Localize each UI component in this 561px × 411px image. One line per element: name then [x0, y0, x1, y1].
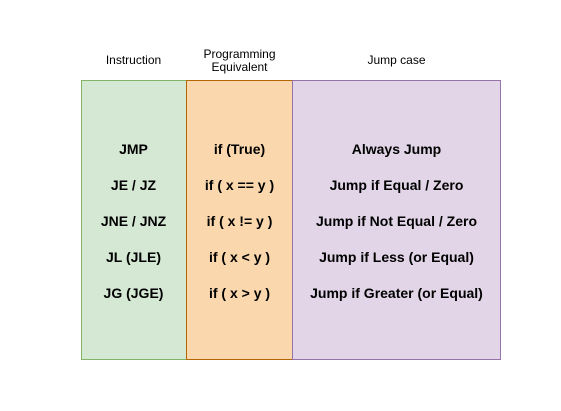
jump-case-cell-jg: Jump if Greater (or Equal) [310, 285, 483, 301]
instruction-cell-jmp: JMP [119, 141, 148, 157]
instruction-cell-jne: JNE / JNZ [100, 213, 167, 229]
jump-case-cell-jne: Jump if Not Equal / Zero [315, 213, 477, 229]
programming-cell-je: if ( x == y ) [204, 177, 275, 193]
jump-case-column [292, 80, 501, 360]
jump-case-cell-jmp: Always Jump [351, 141, 442, 157]
instruction-cell-jg: JG (JGE) [103, 285, 164, 301]
header-jump-case: Jump case [293, 0, 500, 80]
header-programming-equivalent: Programming Equivalent [187, 0, 292, 80]
programming-cell-jg: if ( x > y ) [208, 285, 271, 301]
instruction-column [81, 80, 187, 360]
jump-case-cell-je: Jump if Equal / Zero [329, 177, 464, 193]
jump-case-cell-jl: Jump if Less (or Equal) [319, 249, 474, 265]
header-jump-case-label: Jump case [367, 53, 426, 67]
programming-cell-jne: if ( x != y ) [206, 213, 273, 229]
programming-equivalent-column [186, 80, 293, 360]
instruction-cell-je: JE / JZ [110, 177, 157, 193]
header-programming-label: Programming Equivalent [203, 47, 276, 74]
header-instruction-label: Instruction [105, 53, 162, 67]
programming-cell-jl: if ( x < y ) [208, 249, 271, 265]
instruction-cell-jl: JL (JLE) [106, 249, 161, 265]
programming-cell-jmp: if (True) [213, 141, 266, 157]
header-instruction: Instruction [81, 0, 186, 80]
